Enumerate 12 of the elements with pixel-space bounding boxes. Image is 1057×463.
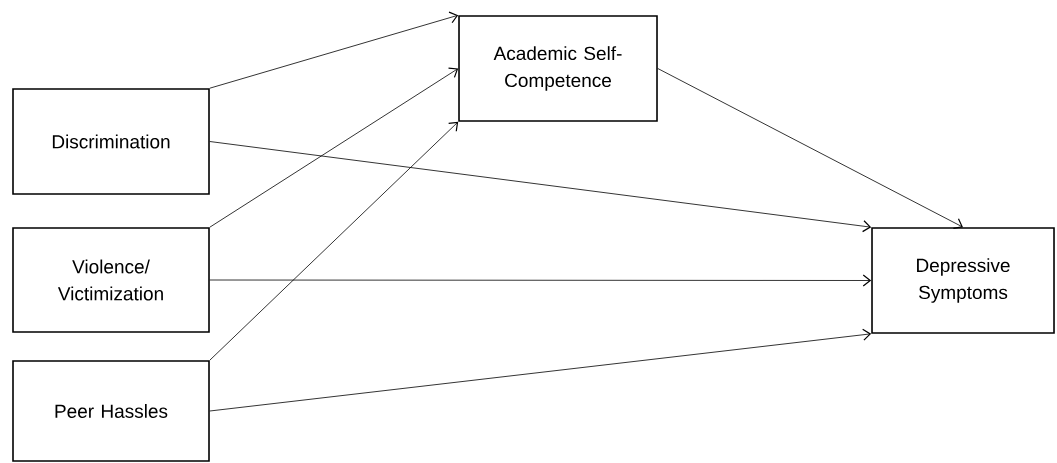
arrow bbox=[209, 328, 872, 412]
arrow bbox=[209, 11, 459, 89]
variable-box: Academic Self-Competence bbox=[458, 15, 658, 122]
arrow bbox=[209, 141, 872, 233]
arrow bbox=[209, 274, 872, 287]
variable-box: Peer Hassles bbox=[12, 360, 210, 462]
arrow bbox=[657, 68, 963, 229]
variable-box: Discrimination bbox=[12, 88, 210, 195]
variable-box: Depressive Symptoms bbox=[871, 227, 1055, 334]
arrow bbox=[209, 67, 459, 228]
arrow bbox=[209, 121, 459, 361]
variable-box: Violence/ Victimization bbox=[12, 227, 210, 333]
